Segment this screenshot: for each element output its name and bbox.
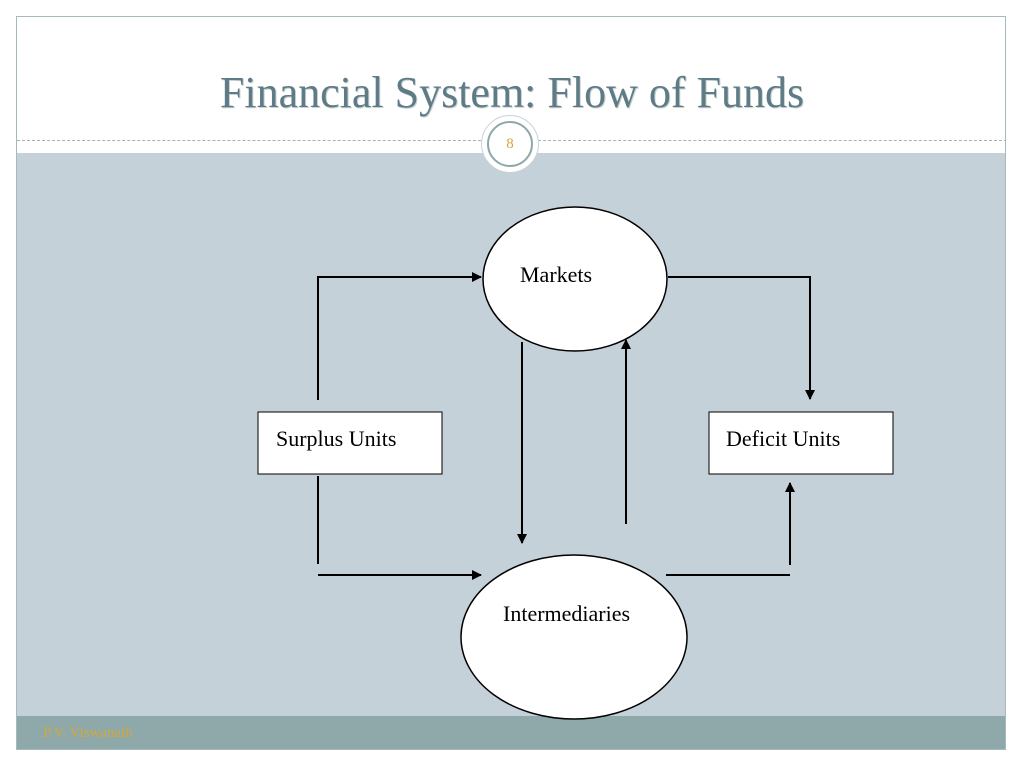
deficit-units-label: Deficit Units	[726, 426, 840, 451]
arrow-markets-to-deficit	[668, 276, 815, 400]
page-number: 8	[487, 121, 533, 167]
surplus-units-label: Surplus Units	[276, 426, 396, 451]
arrow-surplus-to-markets	[317, 272, 482, 400]
intermediaries-ellipse	[460, 554, 688, 720]
node-surplus-units: Surplus Units	[257, 411, 443, 475]
surplus-units-box	[257, 411, 443, 475]
node-deficit-units: Deficit Units	[708, 411, 894, 475]
intermediaries-label: Intermediaries	[503, 601, 630, 626]
node-intermediaries: Intermediaries	[460, 554, 688, 720]
slide-title: Financial System: Flow of Funds	[219, 68, 805, 117]
footer-author: P.V. Viswanath	[43, 725, 133, 741]
slide-footer: P.V. Viswanath	[17, 716, 1005, 749]
page-number-badge: 8	[481, 115, 539, 173]
node-markets: Markets	[482, 206, 668, 352]
markets-label: Markets	[520, 262, 592, 287]
deficit-units-box	[708, 411, 894, 475]
markets-ellipse	[482, 206, 668, 352]
